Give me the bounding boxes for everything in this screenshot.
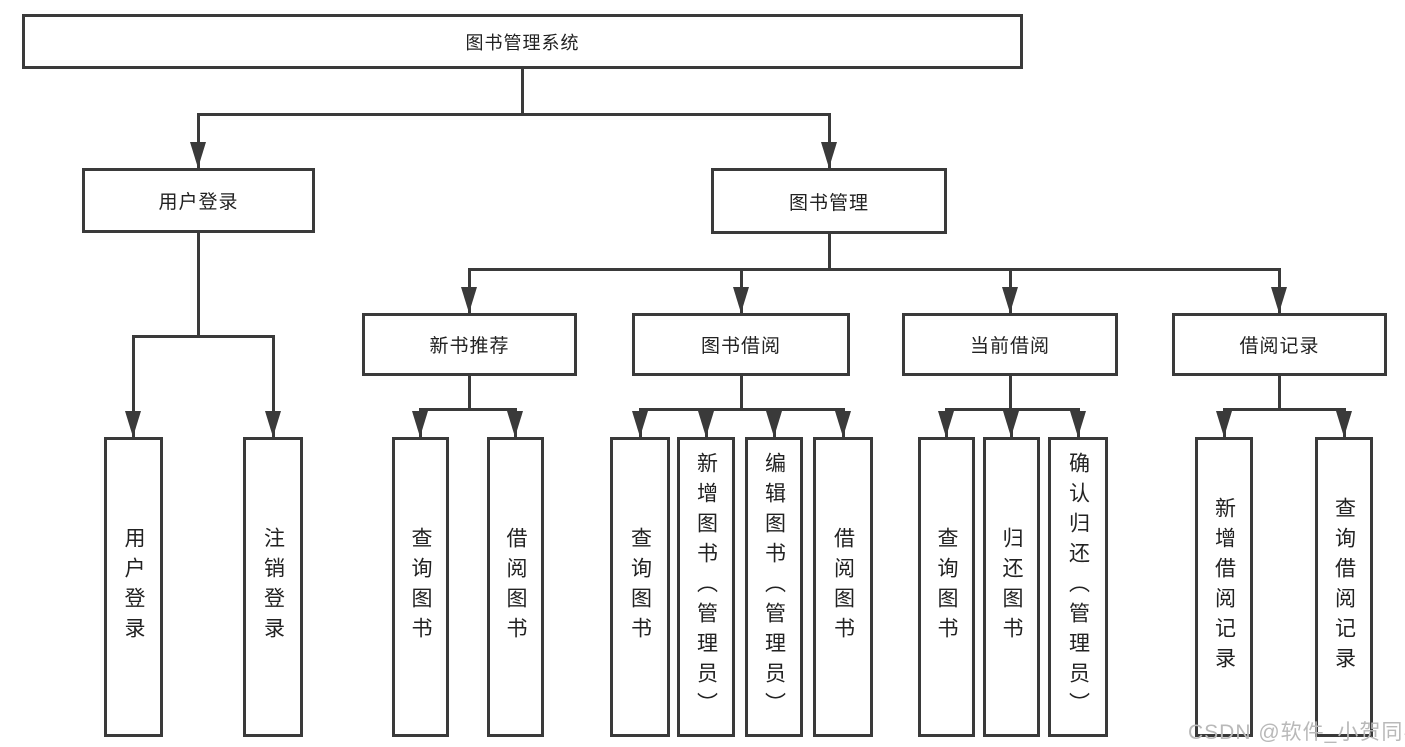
leaf-borrow-books-2: 借阅图书 <box>813 437 873 737</box>
leaf-logout: 注销登录 <box>243 437 303 737</box>
leaf-add-borrow-record-label: 新增借阅记录 <box>1212 497 1236 677</box>
node-user-login-label: 用户登录 <box>158 192 239 213</box>
leaf-query-books-2-label: 查询图书 <box>628 527 652 647</box>
arrow-down-icon <box>938 411 954 437</box>
leaf-edit-book-admin-label: 编辑图书（管理员） <box>762 452 786 722</box>
connector-book-borrow-stem <box>740 376 743 411</box>
arrow-down-icon <box>461 287 477 313</box>
node-root-label: 图书管理系统 <box>465 32 580 53</box>
connector-user-login-rail <box>132 335 275 338</box>
leaf-add-book-admin-label: 新增图书（管理员） <box>694 452 718 722</box>
arrow-down-icon <box>1002 287 1018 313</box>
connector-borrow-record-rail <box>1223 408 1346 411</box>
connector-book-borrow-rail <box>639 408 845 411</box>
arrow-down-icon <box>1070 411 1086 437</box>
connector-new-book-recommend-rail <box>419 408 517 411</box>
node-new-book-recommend: 新书推荐 <box>362 313 577 376</box>
arrow-down-icon <box>632 411 648 437</box>
csdn-watermark: CSDN @软件_小贺同学 <box>1188 721 1405 744</box>
leaf-return-book: 归还图书 <box>983 437 1040 737</box>
leaf-confirm-return-admin: 确认归还（管理员） <box>1048 437 1108 737</box>
connector-root-rail <box>197 113 831 116</box>
leaf-confirm-return-admin-label: 确认归还（管理员） <box>1066 452 1090 722</box>
node-user-login: 用户登录 <box>82 168 315 233</box>
arrow-down-icon <box>1216 411 1232 437</box>
connector-drop-leaf-user-login <box>132 335 135 437</box>
node-current-borrow: 当前借阅 <box>902 313 1118 376</box>
connector-root-stem <box>521 69 524 115</box>
leaf-query-borrow-record: 查询借阅记录 <box>1315 437 1373 737</box>
leaf-return-book-label: 归还图书 <box>1000 527 1023 647</box>
leaf-user-login-label: 用户登录 <box>122 527 145 647</box>
connector-book-management-stem <box>828 234 831 271</box>
leaf-add-borrow-record: 新增借阅记录 <box>1195 437 1253 737</box>
arrow-down-icon <box>698 411 714 437</box>
node-new-book-recommend-label: 新书推荐 <box>429 336 510 357</box>
arrow-down-icon <box>190 142 206 168</box>
node-book-management-label: 图书管理 <box>788 192 869 214</box>
connector-drop-book-management <box>828 113 831 168</box>
arrow-down-icon <box>835 411 851 437</box>
arrow-down-icon <box>1336 411 1352 437</box>
leaf-query-books-2: 查询图书 <box>610 437 670 737</box>
leaf-borrow-books-1-label: 借阅图书 <box>504 527 527 647</box>
leaf-user-login: 用户登录 <box>104 437 163 737</box>
arrow-down-icon <box>265 411 281 437</box>
leaf-query-books-1-label: 查询图书 <box>409 527 432 647</box>
leaf-logout-label: 注销登录 <box>261 527 285 647</box>
leaf-query-books-1: 查询图书 <box>392 437 449 737</box>
connector-new-book-recommend-stem <box>468 376 471 411</box>
connector-borrow-record-stem <box>1278 376 1281 411</box>
node-book-borrow: 图书借阅 <box>632 313 850 376</box>
node-book-management: 图书管理 <box>711 168 947 234</box>
arrow-down-icon <box>1271 287 1287 313</box>
leaf-borrow-books-2-label: 借阅图书 <box>831 527 855 647</box>
leaf-query-books-3-label: 查询图书 <box>935 527 958 647</box>
connector-current-borrow-stem <box>1009 376 1012 411</box>
leaf-query-books-3: 查询图书 <box>918 437 975 737</box>
node-book-borrow-label: 图书借阅 <box>700 336 781 357</box>
node-borrow-record-label: 借阅记录 <box>1239 336 1320 357</box>
connector-drop-user-login <box>197 113 200 168</box>
arrow-down-icon <box>733 287 749 313</box>
arrow-down-icon <box>766 411 782 437</box>
connector-book-management-rail <box>468 268 1281 271</box>
node-borrow-record: 借阅记录 <box>1172 313 1387 376</box>
leaf-query-borrow-record-label: 查询借阅记录 <box>1332 497 1356 677</box>
arrow-down-icon <box>1003 411 1019 437</box>
arrow-down-icon <box>821 142 837 168</box>
arrow-down-icon <box>507 411 523 437</box>
arrow-down-icon <box>125 411 141 437</box>
leaf-edit-book-admin: 编辑图书（管理员） <box>745 437 803 737</box>
leaf-add-book-admin: 新增图书（管理员） <box>677 437 735 737</box>
connector-drop-leaf-logout <box>272 335 275 437</box>
node-current-borrow-label: 当前借阅 <box>969 336 1050 357</box>
connector-user-login-stem <box>197 233 200 338</box>
leaf-borrow-books-1: 借阅图书 <box>487 437 544 737</box>
arrow-down-icon <box>412 411 428 437</box>
node-root: 图书管理系统 <box>22 14 1023 69</box>
